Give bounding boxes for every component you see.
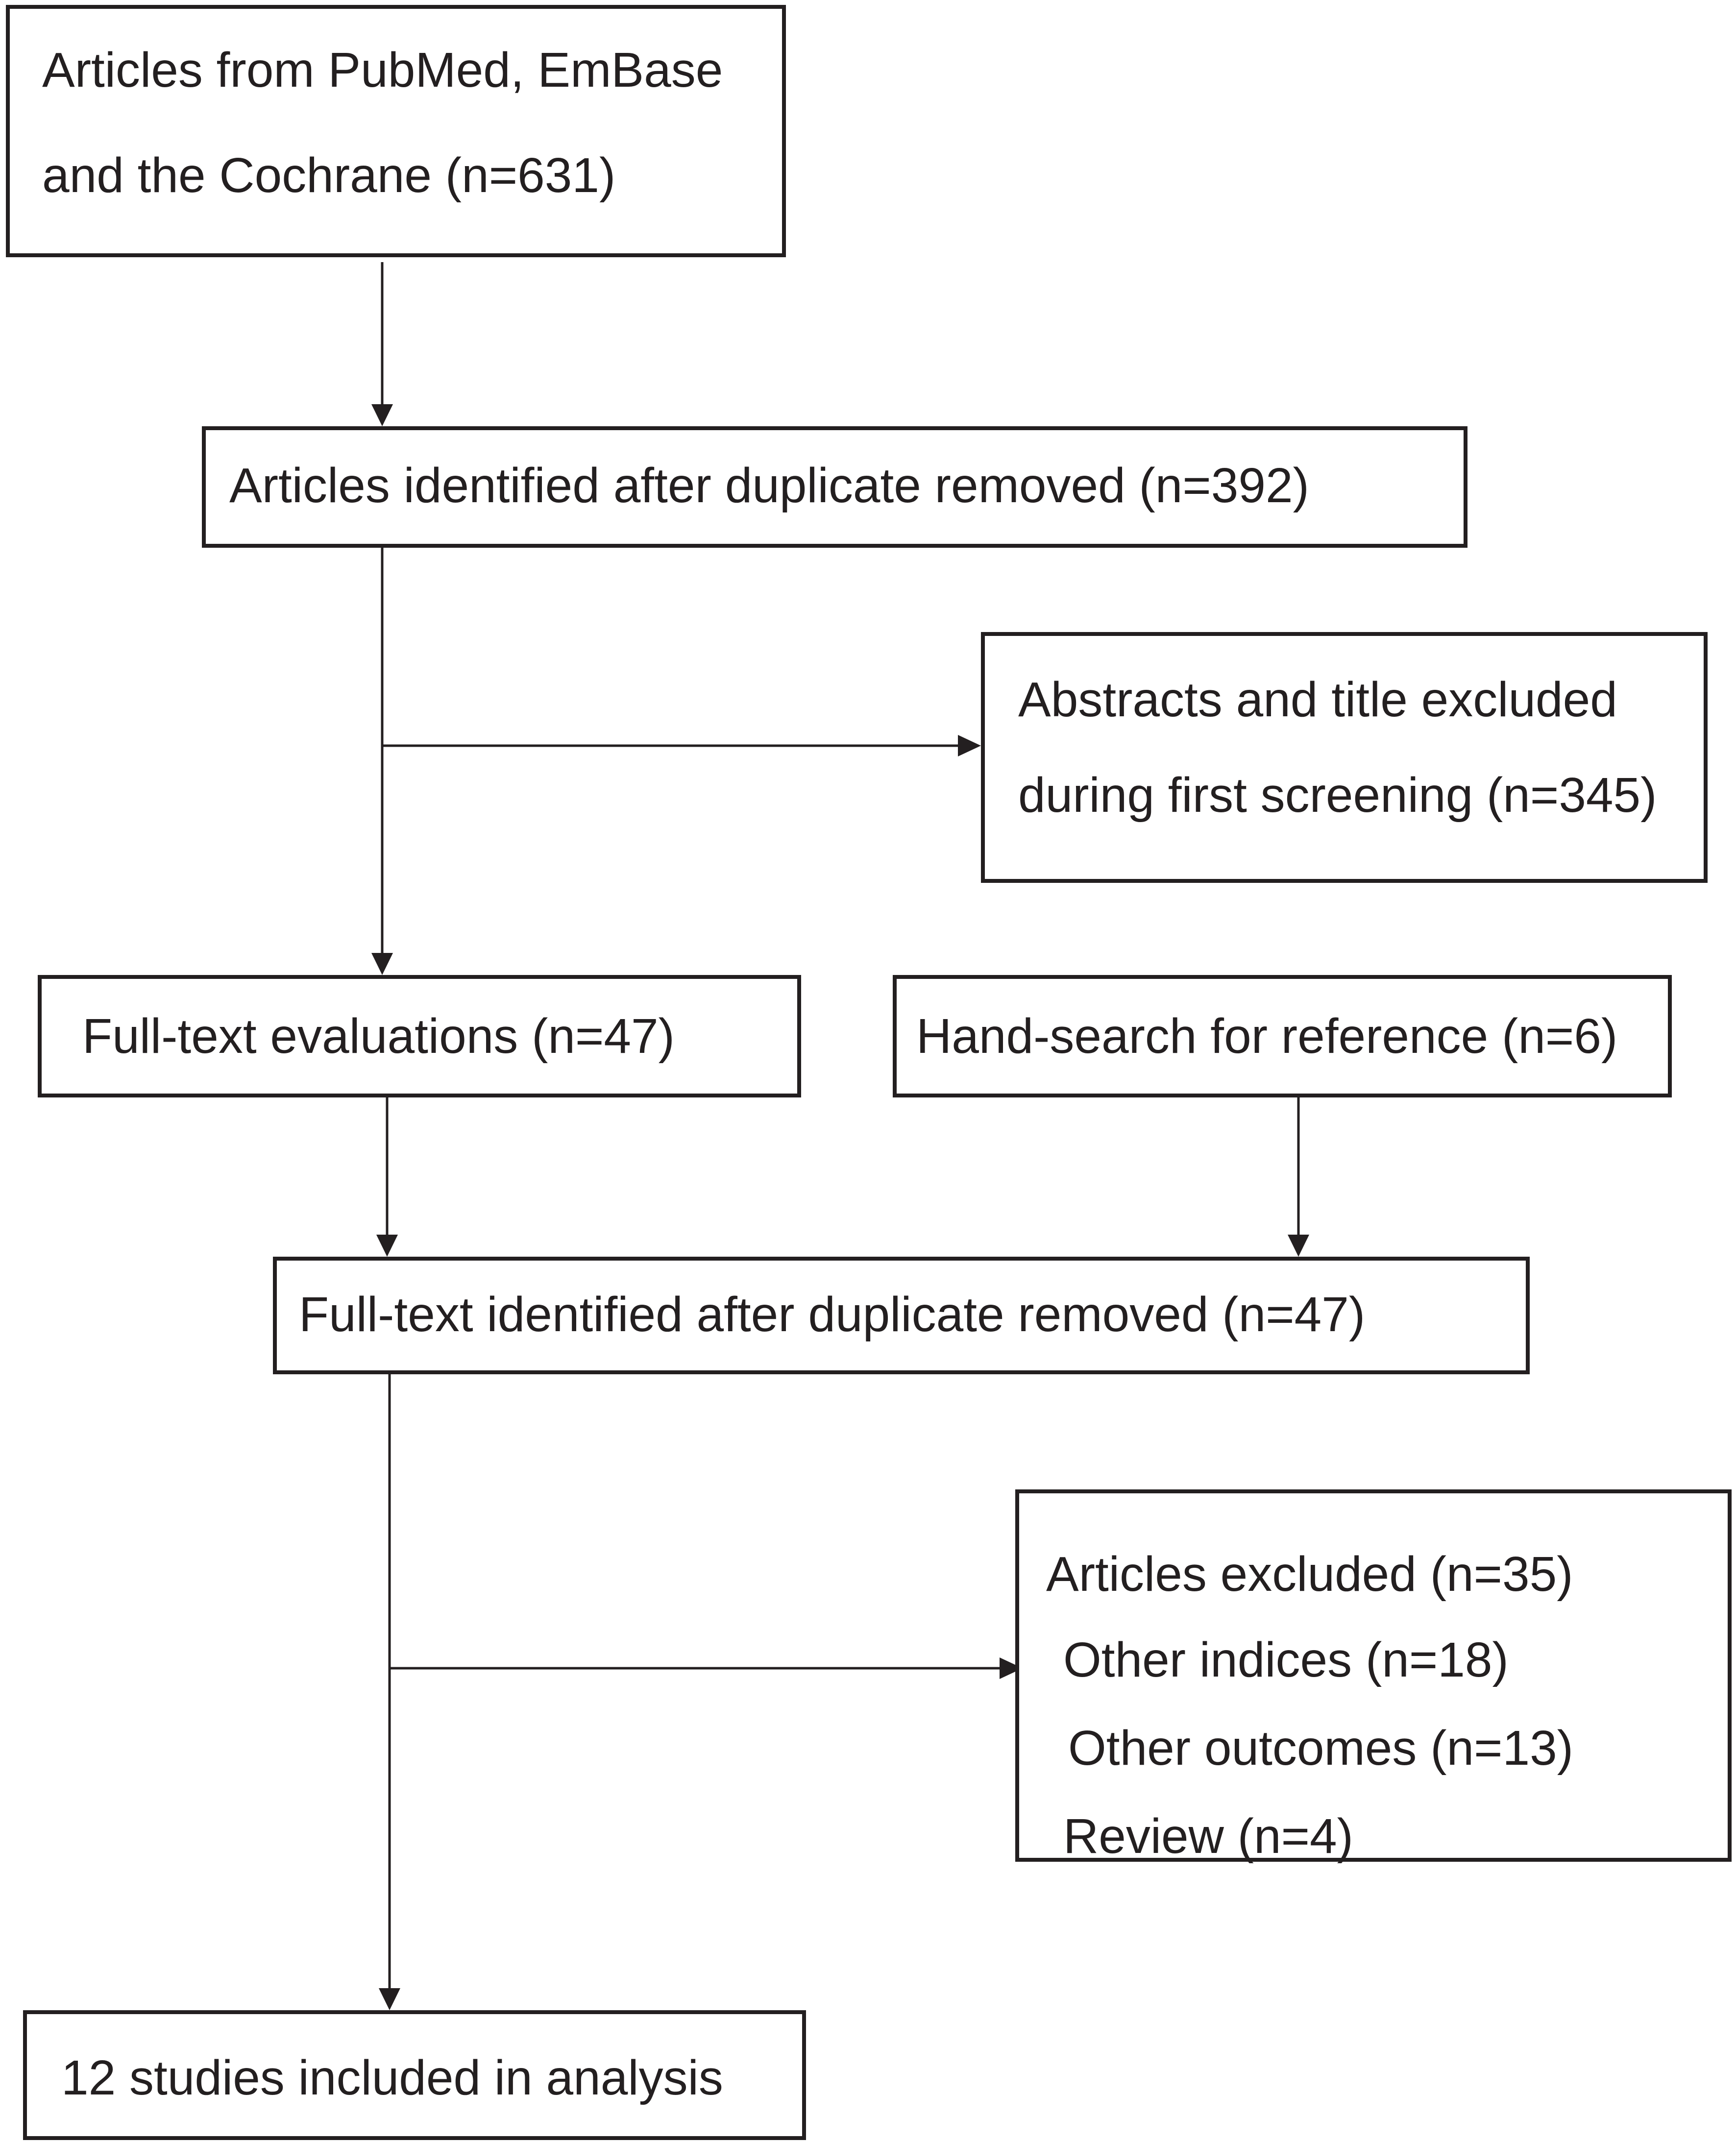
included-line-1: 12 studies included in analysis [61,2050,723,2105]
box-excluded-screening: Abstracts and title excluded during firs… [981,632,1708,883]
box-articles-excluded: Articles excluded (n=35) Other indices (… [1015,1489,1732,1862]
dedup-line-1: Articles identified after duplicate remo… [229,458,1309,513]
excluded-screening-line-1: Abstracts and title excluded [1018,672,1617,727]
articles-excluded-line-4: Review (n=4) [1063,1809,1353,1864]
arrowhead-articles-excluded [1000,1657,1023,1679]
fulltext-eval-line-1: Full-text evaluations (n=47) [82,1009,675,1064]
box-fulltext-duplicates-removed: Full-text identified after duplicate rem… [273,1257,1530,1374]
sources-line-2: and the Cochrane (n=631) [42,148,616,203]
arrowhead-included [379,1988,400,2010]
fulltext-dedup-line-1: Full-text identified after duplicate rem… [299,1287,1366,1342]
box-duplicates-removed: Articles identified after duplicate remo… [202,426,1467,548]
box-fulltext-evaluations: Full-text evaluations (n=47) [38,975,801,1097]
arrowhead-fulltext-dedup-left [376,1235,398,1257]
arrowhead-fulltext-eval [371,953,393,975]
arrowhead-fulltext-dedup-right [1288,1235,1309,1257]
articles-excluded-line-3: Other outcomes (n=13) [1068,1721,1574,1776]
excluded-screening-line-2: during first screening (n=345) [1018,768,1657,823]
box-hand-search: Hand-search for reference (n=6) [893,975,1672,1097]
hand-search-line-1: Hand-search for reference (n=6) [916,1009,1618,1064]
box-sources: Articles from PubMed, EmBase and the Coc… [6,5,786,257]
articles-excluded-line-1: Articles excluded (n=35) [1046,1547,1573,1602]
sources-line-1: Articles from PubMed, EmBase [42,43,723,97]
arrowhead-excluded-screening [958,735,981,756]
arrowhead-dedup [371,404,393,426]
articles-excluded-line-2: Other indices (n=18) [1063,1632,1509,1687]
box-studies-included: 12 studies included in analysis [23,2010,806,2140]
